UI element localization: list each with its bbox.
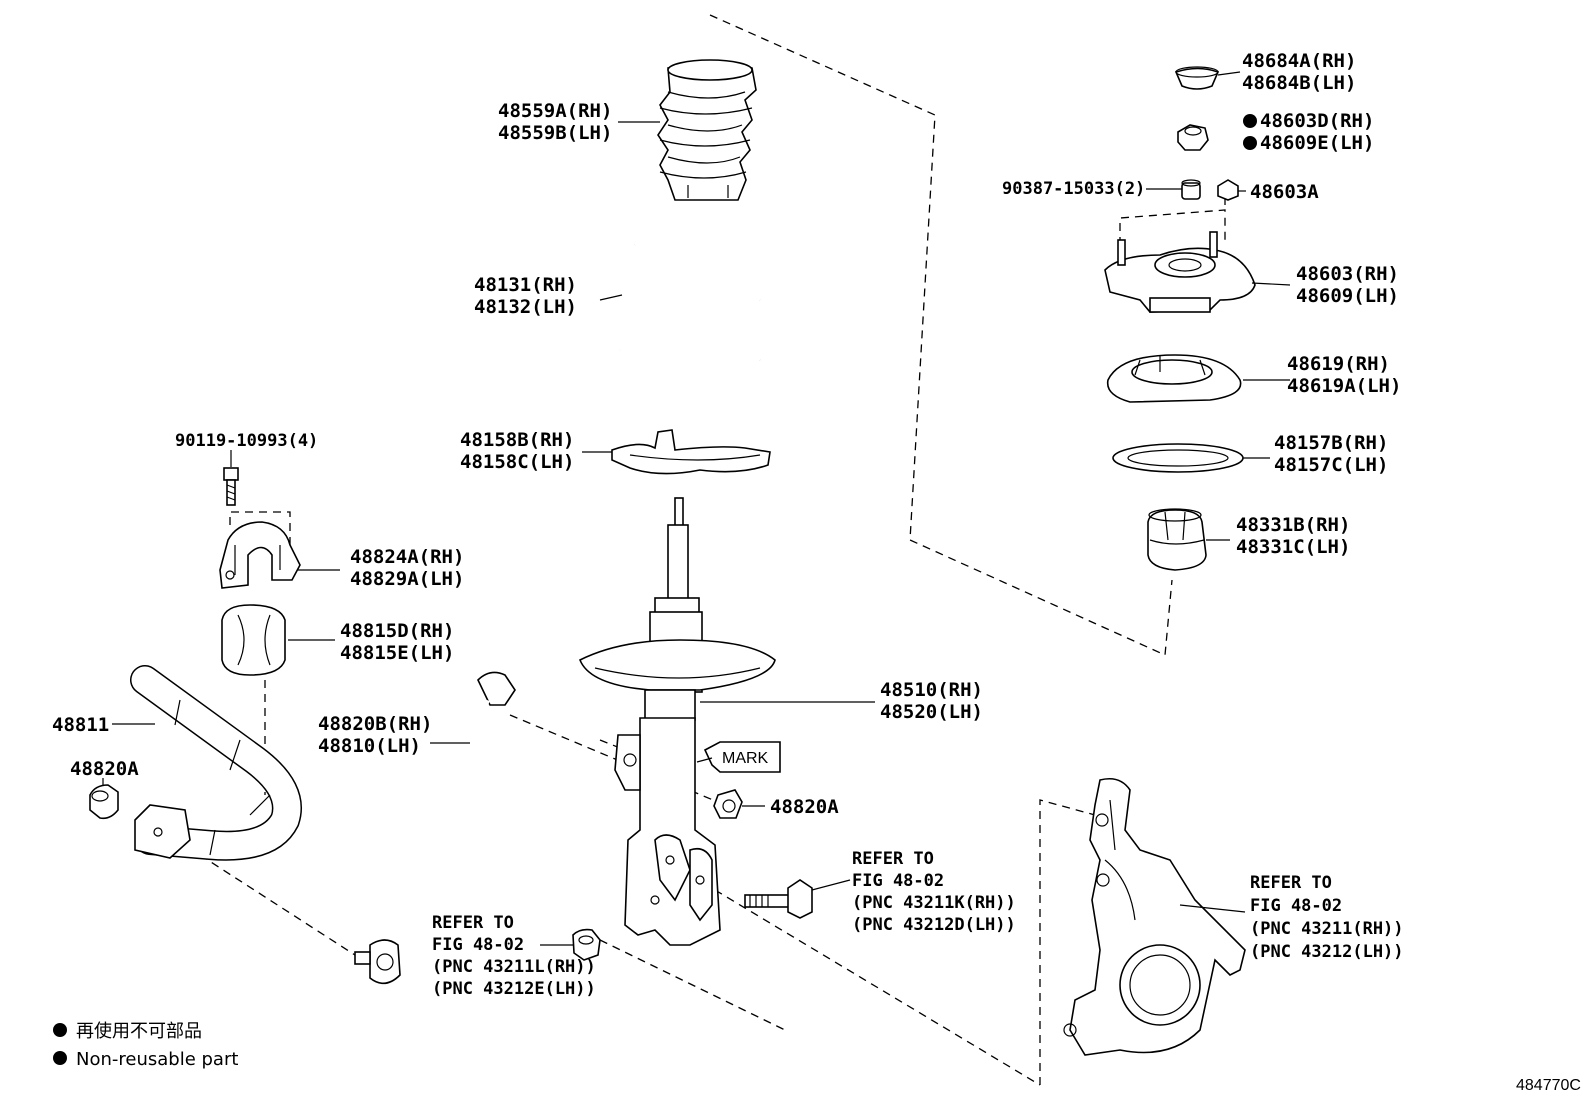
refer-nut-line-3: (PNC 43211L(RH))	[432, 957, 596, 977]
label-upper-seat-rh: 48619(RH)	[1287, 353, 1390, 375]
legend-japanese: 再使用不可部品	[76, 1021, 202, 1042]
label-spring-lh: 48132(LH)	[474, 296, 577, 318]
label-nut-left: 48820A	[70, 758, 139, 780]
non-reusable-dot-1	[1243, 114, 1257, 128]
label-top-nut-rh: 48603D(RH)	[1260, 110, 1374, 132]
label-top-nut-lh: 48609E(LH)	[1260, 132, 1374, 154]
label-link-rh: 48820B(RH)	[318, 713, 432, 735]
stabilizer-link	[354, 671, 516, 985]
stabilizer-bushing	[221, 604, 286, 676]
refer-nut-line-2: FIG 48-02	[432, 935, 524, 955]
bracket-bolt	[223, 467, 239, 506]
label-cap-rh: 48684A(RH)	[1242, 50, 1356, 72]
spacer-collar	[1181, 179, 1201, 200]
legend-dot-2	[53, 1051, 67, 1065]
leader-lines	[102, 71, 1291, 946]
small-nut	[1217, 179, 1239, 201]
label-bracket-bolt: 90119-10993(4)	[175, 431, 318, 451]
refer-nut-line-4: (PNC 43212E(LH))	[432, 979, 596, 999]
label-small-nut: 48603A	[1250, 181, 1319, 203]
bellows-boot	[657, 59, 757, 201]
stabilizer-bar	[130, 665, 302, 861]
label-mount-rh: 48603(RH)	[1296, 263, 1399, 285]
legend-english: Non-reusable part	[76, 1049, 238, 1070]
upper-spring-seat	[1106, 354, 1242, 403]
label-link-lh: 48810(LH)	[318, 735, 421, 757]
refer-knuckle-line-2: FIG 48-02	[1250, 896, 1342, 916]
label-bumper-rh: 48331B(RH)	[1236, 514, 1350, 536]
label-stabilizer-bar: 48811	[52, 714, 109, 736]
label-bearing-lh: 48157C(LH)	[1274, 454, 1388, 476]
diagram-code: 484770C	[1516, 1077, 1581, 1094]
refer-knuckle-line-3: (PNC 43211(RH))	[1250, 919, 1404, 939]
label-bracket-rh: 48824A(RH)	[350, 546, 464, 568]
label-cap-lh: 48684B(LH)	[1242, 72, 1356, 94]
refer-bolt-line-1: REFER TO	[852, 849, 934, 869]
label-collar: 90387-15033(2)	[1002, 179, 1145, 199]
label-strut-rh: 48510(RH)	[880, 679, 983, 701]
label-bushing-rh: 48815D(RH)	[340, 620, 454, 642]
dust-cap	[1174, 66, 1220, 90]
shock-absorber-strut	[578, 497, 776, 946]
stabilizer-nut-left	[89, 784, 119, 820]
stabilizer-bracket	[219, 521, 301, 589]
refer-bolt-line-4: (PNC 43212D(LH))	[852, 915, 1016, 935]
refer-knuckle-line-1: REFER TO	[1250, 873, 1332, 893]
label-nut-strut: 48820A	[770, 796, 839, 818]
label-bushing-lh: 48815E(LH)	[340, 642, 454, 664]
label-boot-rh: 48559A(RH)	[498, 100, 612, 122]
upper-mount-nut	[1177, 124, 1209, 151]
mark-label: MARK	[722, 750, 769, 767]
label-bearing-rh: 48157B(RH)	[1274, 432, 1388, 454]
lower-spring-insulator	[611, 429, 771, 475]
label-lower-seat-rh: 48158B(RH)	[460, 429, 574, 451]
refer-bolt-line-2: FIG 48-02	[852, 871, 944, 891]
label-strut-lh: 48520(LH)	[880, 701, 983, 723]
legend: 再使用不可部品 Non-reusable part	[53, 1021, 238, 1070]
steering-knuckle	[1063, 777, 1246, 1056]
legend-dot-1	[53, 1023, 67, 1037]
label-bumper-lh: 48331C(LH)	[1236, 536, 1350, 558]
strut-link-nut	[713, 789, 743, 819]
part-labels: 48559A(RH) 48559B(LH) 48131(RH) 48132(LH…	[52, 50, 1404, 999]
strut-mounting-nut	[572, 928, 601, 961]
strut-mounting-bolt	[744, 879, 813, 919]
label-bracket-lh: 48829A(LH)	[350, 568, 464, 590]
label-mount-lh: 48609(LH)	[1296, 285, 1399, 307]
mark-callout: MARK	[696, 741, 781, 773]
label-lower-seat-lh: 48158C(LH)	[460, 451, 574, 473]
label-upper-seat-lh: 48619A(LH)	[1287, 375, 1401, 397]
label-boot-lh: 48559B(LH)	[498, 122, 612, 144]
refer-nut-line-1: REFER TO	[432, 913, 514, 933]
bearing-insulator	[1112, 443, 1244, 473]
label-spring-rh: 48131(RH)	[474, 274, 577, 296]
bump-stopper	[1147, 508, 1207, 571]
coil-spring	[617, 229, 773, 367]
refer-bolt-line-3: (PNC 43211K(RH))	[852, 893, 1016, 913]
suspension-support-mount	[1104, 231, 1256, 313]
non-reusable-dot-2	[1243, 136, 1257, 150]
refer-knuckle-line-4: (PNC 43212(LH))	[1250, 942, 1404, 962]
